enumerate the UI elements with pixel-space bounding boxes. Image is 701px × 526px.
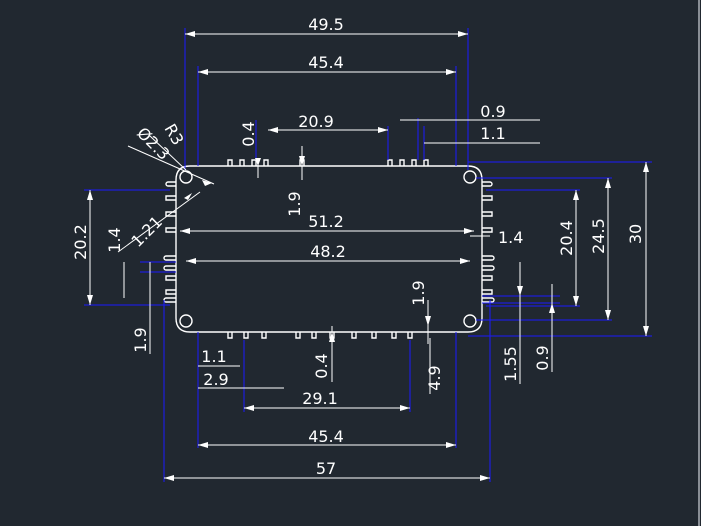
dimension-labels: 49.5 45.4 20.9 0.9 1.1 51.2 48.2 57 45.4… <box>71 15 645 478</box>
dim-inner-top-width: 45.4 <box>308 53 344 72</box>
dim-bottom-wall: 4.9 <box>425 365 444 390</box>
dim-right-span-outer: 24.5 <box>589 218 608 254</box>
dim-right-slot-2: 0.9 <box>533 345 552 370</box>
dim-fin-radius: 1.21 <box>127 212 166 251</box>
arrowheads <box>87 31 649 481</box>
dim-slot-depth-top: 0.4 <box>239 121 258 146</box>
dim-left-fin-span: 20.2 <box>71 224 90 260</box>
dim-bottom-slot-depth: 0.4 <box>312 353 331 378</box>
profile-outline <box>163 159 495 339</box>
dim-left-wall: 1.9 <box>131 327 150 352</box>
dim-left-fin-width: 1.4 <box>105 227 124 252</box>
dim-slot-width: 1.1 <box>480 124 505 143</box>
dim-right-span-inner: 20.4 <box>557 220 576 256</box>
dim-right-fin-width: 1.4 <box>498 228 523 247</box>
dim-right-slot-1: 1.55 <box>501 346 520 382</box>
dim-bottom-slot-2: 2.9 <box>203 370 228 389</box>
dim-slot-width-small: 0.9 <box>480 102 505 121</box>
dimension-lines <box>89 33 647 479</box>
dim-right-wall: 1.9 <box>409 280 428 305</box>
dim-wall-thickness-top: 1.9 <box>285 191 304 216</box>
dim-inner-width: 48.2 <box>310 242 346 261</box>
dim-overall-width: 57 <box>316 459 336 478</box>
dim-bottom-inner-width: 45.4 <box>308 427 344 446</box>
extension-lines <box>84 28 652 482</box>
dim-bottom-slot-1: 1.1 <box>201 347 226 366</box>
dim-bottom-slot-span: 29.1 <box>302 389 338 408</box>
dim-overall-top-width: 49.5 <box>308 15 344 34</box>
dim-body-width: 51.2 <box>308 212 344 231</box>
dim-top-slot-span: 20.9 <box>298 112 334 131</box>
dim-overall-height: 30 <box>626 224 645 244</box>
